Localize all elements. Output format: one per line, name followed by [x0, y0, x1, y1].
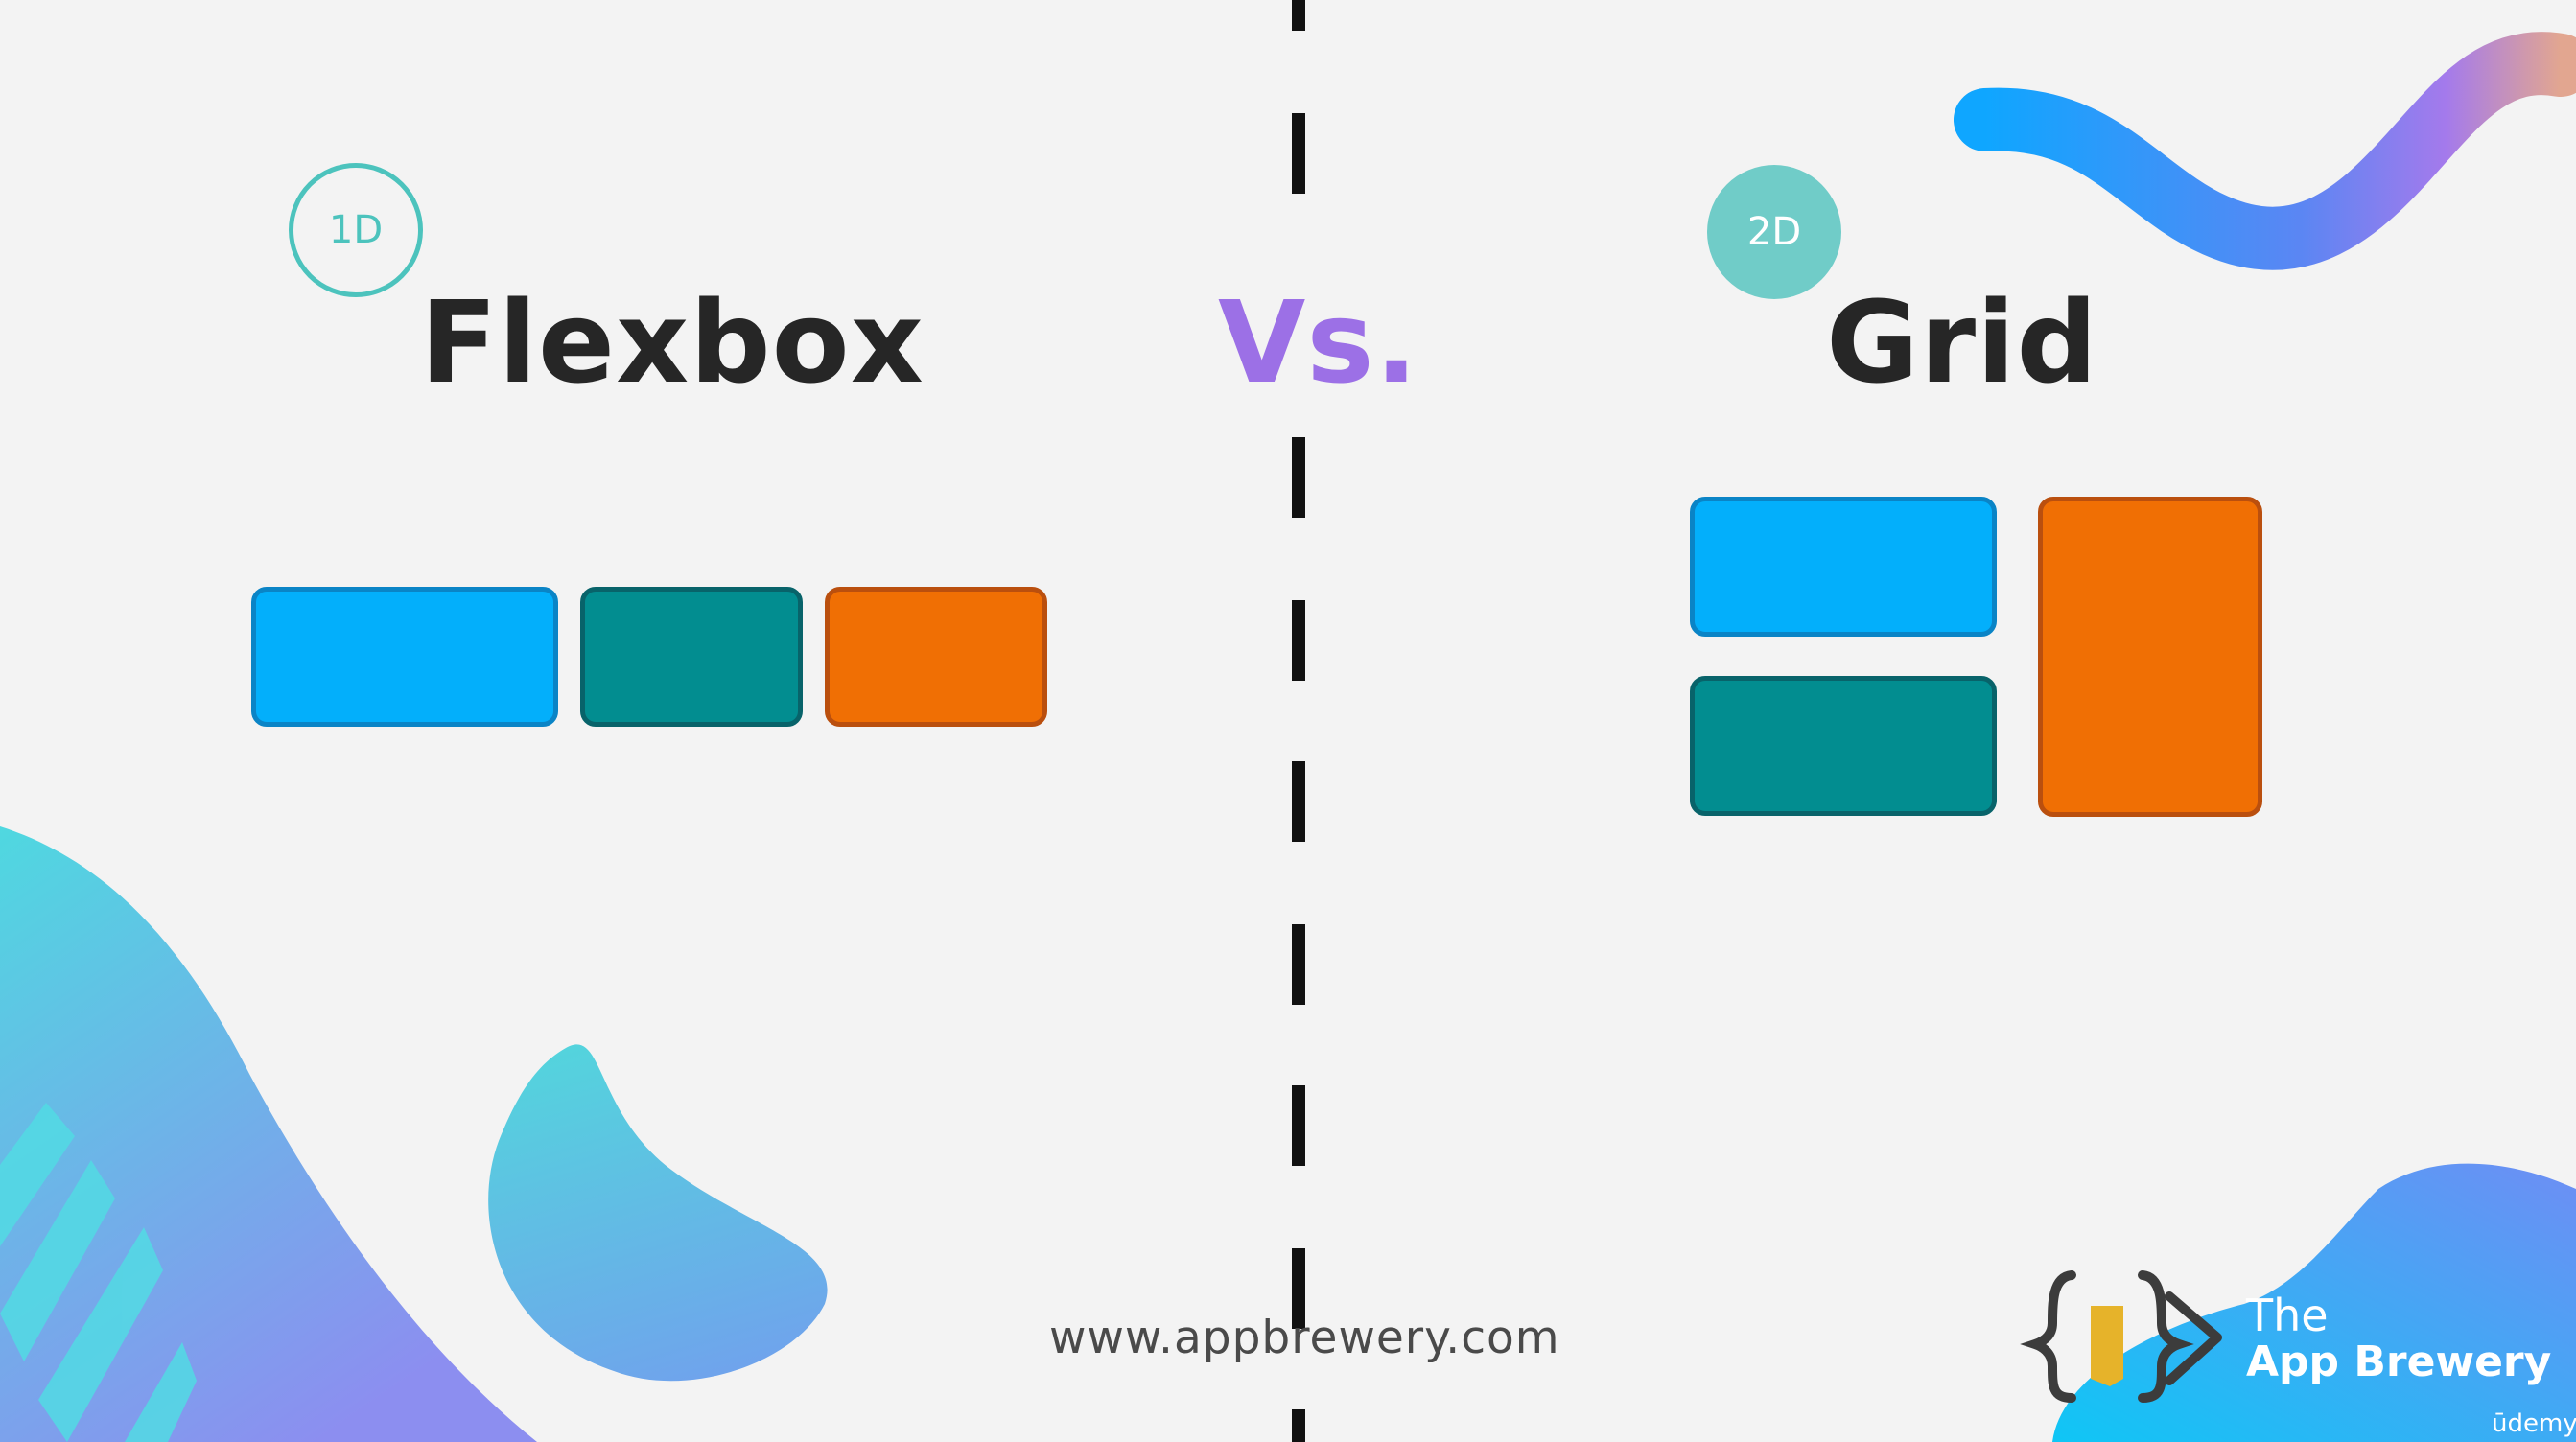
top-right-wave-stroke	[1954, 32, 2576, 270]
app-brewery-logo-icon	[2020, 1270, 2222, 1403]
badge-label: 2D	[1746, 210, 1802, 254]
grid-title: Grid	[1826, 276, 2098, 408]
udemy-watermark: ūdemy	[2492, 1409, 2576, 1438]
dimension-badge-1d: 1D	[289, 163, 423, 297]
flex-item-orange	[825, 587, 1047, 727]
vs-label: Vs.	[1218, 276, 1419, 408]
grid-item-blue	[1690, 497, 1997, 637]
logo-text-line2: App Brewery	[2246, 1337, 2552, 1386]
teal-blob-shape	[488, 1044, 828, 1382]
diagonal-stripes	[0, 1103, 197, 1442]
logo-text-line1: The	[2246, 1290, 2329, 1341]
flex-item-teal	[580, 587, 803, 727]
flex-item-blue	[251, 587, 558, 727]
grid-item-orange	[2038, 497, 2262, 817]
grid-item-teal	[1690, 676, 1997, 816]
dimension-badge-2d: 2D	[1707, 165, 1841, 299]
flexbox-title: Flexbox	[420, 276, 925, 408]
footer-url: www.appbrewery.com	[1049, 1312, 1560, 1364]
badge-label: 1D	[328, 208, 384, 252]
